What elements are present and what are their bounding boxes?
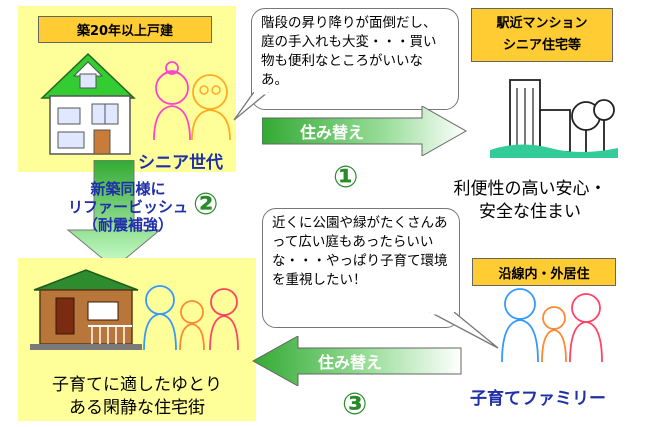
station-mansion-line2: シニア住宅等 — [502, 38, 581, 53]
station-mansion-header: 駅近マンション シニア住宅等 — [471, 8, 613, 62]
station-mansion-line1: 駅近マンション — [496, 16, 588, 31]
refurbish-line1: 新築同様に — [90, 180, 166, 198]
step-number-1: ① — [333, 160, 359, 195]
move-label-1: 住み替え — [300, 123, 365, 142]
quiet-line1: 子育てに適したゆとり — [52, 375, 222, 395]
move-label-3: 住み替え — [318, 353, 383, 372]
bubble-tail — [233, 92, 270, 121]
refurbish-text: 新築同様に リファービッシュ （耐震補強） — [28, 180, 228, 234]
house-icon — [40, 52, 136, 155]
quiet-line2: ある閑静な住宅街 — [69, 398, 205, 418]
refurbish-line2: リファービッシュ — [28, 198, 228, 216]
convenient-home-caption: 利便性の高い安心・ 安全な住まい — [440, 178, 620, 224]
senior-speech-bubble: 階段の昇り降りが面倒だし、庭の手入れも大変・・・買い物も便利なところがいいなあ。 — [251, 8, 459, 110]
caption-line1: 利便性の高い安心・ — [453, 179, 607, 199]
caption-line2: 安全な住まい — [479, 202, 581, 222]
refurbish-line3: （耐震補強） — [82, 216, 173, 234]
step-number-2: ② — [193, 187, 219, 222]
family-label: 子育てファミリー — [470, 389, 606, 409]
family-speech-bubble: 近くに公園や緑がたくさんあって広い庭もあったらいいな・・・やっぱり子育て環境を重… — [262, 208, 460, 328]
family-figures-icon — [143, 285, 239, 351]
senior-couple-icon — [153, 61, 231, 141]
move-arrow-right — [262, 106, 467, 156]
move-arrow-left — [252, 336, 462, 386]
bubble-tail-bottom — [429, 312, 499, 349]
refurbish-down-arrow — [66, 160, 162, 269]
line-residence-header: 沿線内・外居住 — [472, 258, 616, 286]
quiet-residential-caption: 子育てに適したゆとり ある閑静な住宅街 — [18, 374, 256, 420]
senior-label: シニア世代 — [138, 153, 223, 173]
old-house-header: 築20年以上戸建 — [38, 16, 212, 43]
family-house-icon — [30, 269, 142, 350]
step-number-3: ③ — [342, 387, 368, 422]
city-buildings-icon — [490, 79, 618, 158]
refurbish-line2-text: リファービッシュ — [67, 198, 188, 216]
family-right-icon — [501, 288, 603, 363]
